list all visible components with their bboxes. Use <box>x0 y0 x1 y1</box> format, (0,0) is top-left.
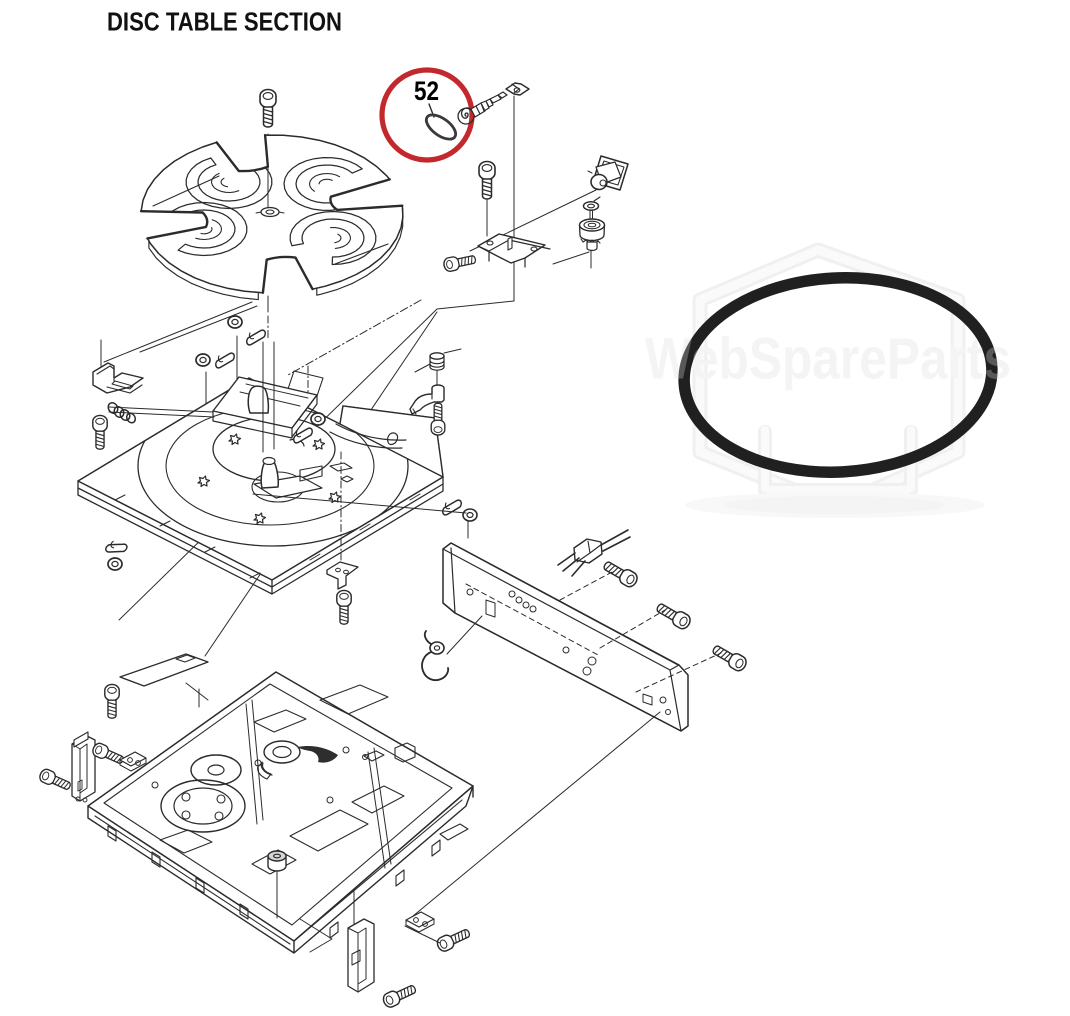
svg-text:52: 52 <box>414 76 439 106</box>
svg-text:DISC TABLE SECTION: DISC TABLE SECTION <box>107 9 342 37</box>
svg-text:WebSpareParts: WebSpareParts <box>645 327 1011 392</box>
